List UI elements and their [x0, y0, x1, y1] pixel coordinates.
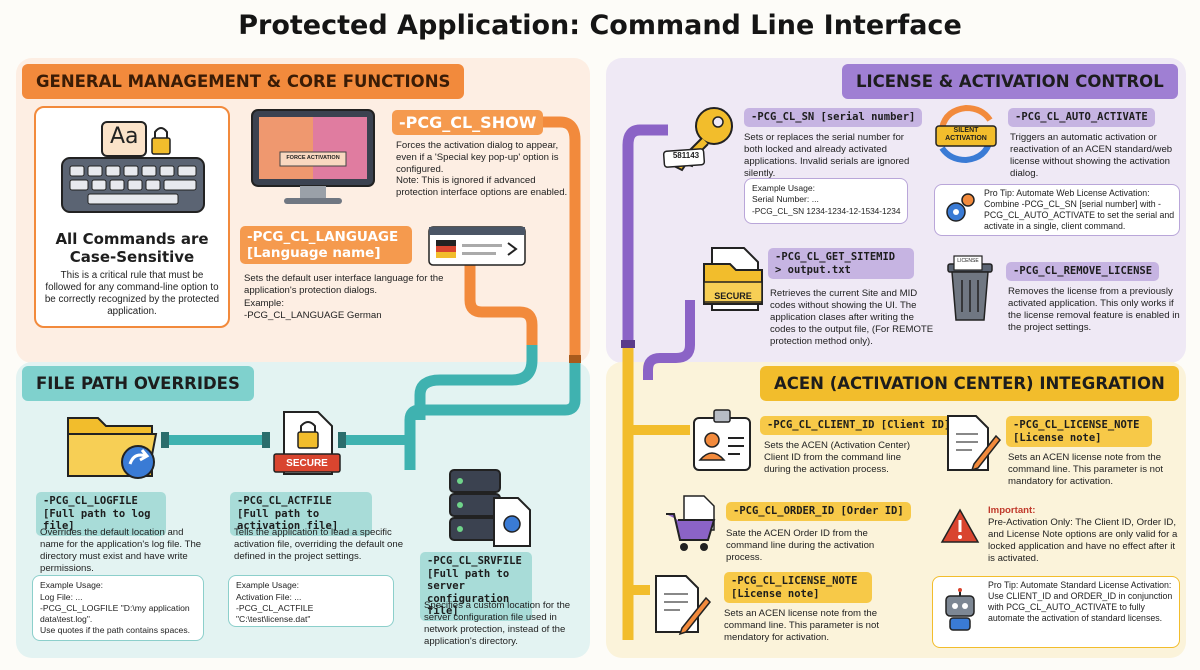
show-desc: Forces the activation dialog to appear, …: [396, 140, 559, 175]
language-tag: -PCG_CL_LANGUAGE [Language name]: [240, 226, 412, 265]
sn-ex-title: Example Usage:: [752, 183, 816, 193]
actfile-tag: -PCG_CL_ACTFILE [Full path to activation…: [230, 492, 372, 536]
client-id-tag: -PCG_CL_CLIENT_ID [Client ID]: [760, 416, 958, 435]
logfile-ex-line3: Use quotes if the path contains spaces.: [40, 625, 191, 635]
key-icon: [662, 107, 733, 172]
silent-activation-text: SILENT ACTIVATION: [945, 127, 987, 142]
id-card-icon: [693, 409, 751, 471]
sn-ex-line2: -PCG_CL_SN 1234-1234-12-1534-1234: [752, 206, 901, 216]
language-desc: Sets the default user interface language…: [244, 273, 444, 296]
show-note: Note: This is ignored if advanced protec…: [396, 175, 568, 198]
actfile-badge: SECURE: [286, 458, 328, 469]
robot-icon: [945, 588, 975, 631]
monitor-icon: [251, 109, 375, 204]
logfile-tag: -PCG_CL_LOGFILE [Full path to log file]: [36, 492, 166, 536]
sitemid-badge: SECURE: [714, 291, 752, 301]
order-id-desc: Sate the ACEN Order ID from the command …: [726, 528, 875, 563]
actfile-desc: Tells the application to lead a specific…: [234, 527, 404, 562]
sn-tag: -PCG_CL_SN [serial number]: [744, 108, 923, 127]
logfile-desc: Overrides the default location and name …: [40, 527, 202, 574]
remove-license-tag: -PCG_CL_REMOVE_LICENSE: [1006, 262, 1160, 281]
license-note-tag-1: -PCG_CL_LICENSE_NOTE [License note]: [1006, 416, 1152, 448]
actfile-ex-line2: -PCG_CL_ACTFILE: [236, 603, 314, 613]
force-activation-label: FORCE ACTIVATION: [286, 155, 340, 161]
auto-activate-tip: Pro Tip: Automate Web License Activation…: [984, 188, 1175, 231]
important-text: Pre-Activation Only: The Client ID, Orde…: [988, 517, 1178, 564]
sitemid-desc: Retrieves the current Site and MID codes…: [770, 288, 934, 347]
sn-desc: Sets or replaces the serial number for b…: [744, 132, 910, 179]
remove-license-desc: Removes the license from a previously ac…: [1008, 286, 1180, 333]
license-note-tag-2: -PCG_CL_LICENSE_NOTE [License note]: [724, 572, 872, 604]
section-title-acen: ACEN (ACTIVATION CENTER) INTEGRATION: [760, 366, 1179, 401]
note-pencil-icon: [655, 575, 712, 636]
page-title: Protected Application: Command Line Inte…: [238, 10, 962, 41]
sn-example-box: [744, 178, 908, 224]
actfile-ex-title: Example Usage:: [236, 580, 300, 590]
section-title-file: FILE PATH OVERRIDES: [22, 366, 254, 401]
license-note-desc-2: Sets an ACEN license note from the comma…: [724, 608, 879, 643]
logfile-ex-line1: Log File: ...: [40, 592, 83, 602]
srvfile-desc: Specifies a custom location for the serv…: [424, 600, 571, 647]
auto-activate-desc: Triggers an automatic activation or reac…: [1010, 132, 1173, 179]
important-title: Important:: [988, 505, 1036, 516]
silent-activation-icon: [935, 104, 997, 164]
shopping-cart-icon: [666, 495, 716, 551]
show-tag: -PCG_CL_SHOW: [392, 110, 544, 136]
sitemid-tag: -PCG_CL_GET_SITEMID > output.txt: [768, 248, 914, 280]
server-icon: [449, 469, 531, 547]
order-id-tag: -PCG_CL_ORDER_ID [Order ID]: [726, 502, 911, 521]
language-dropdown-icon: [428, 226, 526, 266]
logfile-ex-line2: -PCG_CL_LOGFILE "D:\my application data\…: [40, 603, 190, 624]
gear-icon: [946, 193, 975, 222]
trash-icon: [947, 255, 993, 321]
license-note-desc-1: Sets an ACEN license note from the comma…: [1008, 452, 1163, 487]
case-icon-text: Aa: [110, 124, 139, 149]
sn-ex-line1: Serial Number: ...: [752, 194, 819, 204]
case-text: This is a critical rule that must be fol…: [44, 270, 220, 317]
actfile-example-box: [228, 575, 394, 627]
key-serial-text: 581143: [672, 151, 700, 160]
srvfile-tag: -PCG_CL_SRVFILE [Full path to server con…: [420, 552, 532, 621]
secure-document-icon: [273, 411, 341, 475]
trash-license-text: LICENSE: [957, 258, 979, 264]
folder-icon: [67, 417, 158, 479]
auto-activate-tag: -PCG_CL_AUTO_ACTIVATE: [1008, 108, 1155, 127]
section-title-general: GENERAL MANAGEMENT & CORE FUNCTIONS: [22, 64, 465, 99]
note-edit-icon: [947, 415, 1002, 472]
actfile-ex-line1: Activation File: ...: [236, 592, 302, 602]
standard-tip-text: Pro Tip: Automate Standard License Activ…: [988, 580, 1173, 623]
case-title: All Commands are Case-Sensitive: [55, 230, 209, 267]
logfile-example-box: [32, 575, 204, 641]
section-title-license: LICENSE & ACTIVATION CONTROL: [842, 64, 1178, 99]
actfile-ex-line3: "C:\test\license.dat": [236, 614, 311, 624]
language-example: -PCG_CL_LANGUAGE German: [244, 310, 382, 321]
auto-activate-tip-box: [934, 184, 1180, 236]
logfile-ex-title: Example Usage:: [40, 580, 104, 590]
client-id-desc: Sets the ACEN (Activation Center) Client…: [764, 440, 911, 475]
secure-file-icon: [703, 247, 763, 311]
keyboard-icon: [61, 121, 205, 213]
warning-icon: [940, 508, 980, 543]
language-example-label: Example:: [244, 298, 284, 309]
